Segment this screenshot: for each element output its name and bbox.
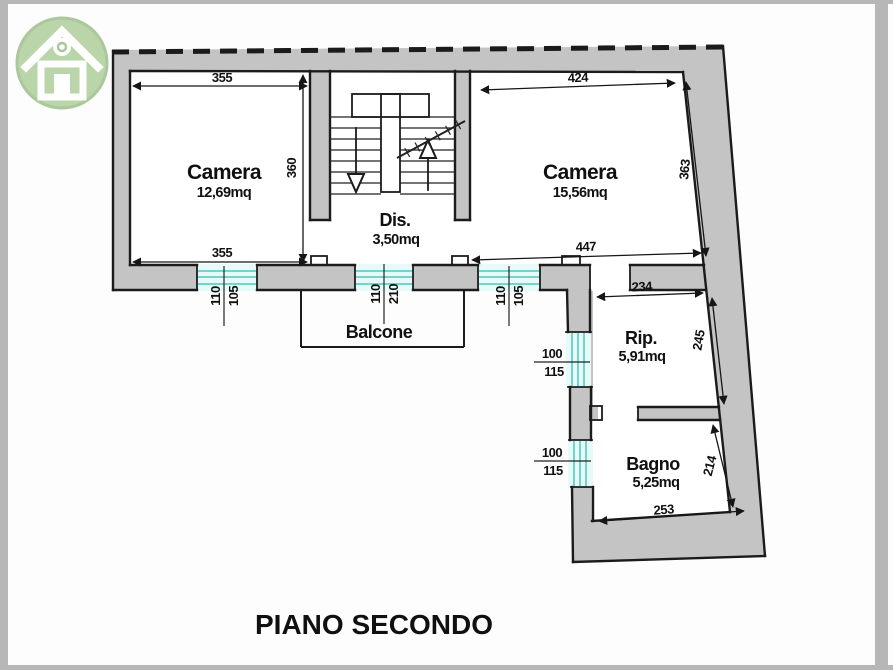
window-dim-2: 110 210: [368, 264, 401, 324]
frame-left: [0, 0, 8, 670]
svg-text:105: 105: [226, 286, 241, 306]
dim-355-bottom: 355: [212, 245, 232, 260]
house-logo-icon: [15, 16, 109, 110]
door-jamb-tab-4: [589, 405, 603, 421]
door-jamb-tab-2: [451, 255, 469, 266]
window-dim-4: 100 115: [534, 346, 590, 379]
room-area-camera-left: 12,69mq: [197, 185, 252, 201]
svg-text:100: 100: [542, 445, 562, 460]
room-camera-right-floor: [470, 71, 704, 265]
room-area-dis: 3,50mq: [373, 232, 420, 248]
svg-text:105: 105: [511, 286, 526, 306]
room-label-bagno: Bagno: [626, 454, 680, 474]
room-label-rip: Rip.: [625, 328, 657, 348]
window-dim-1: 110 105: [208, 266, 241, 326]
door-opening-rip: [590, 265, 630, 291]
room-label-camera-right: Camera: [543, 161, 618, 184]
staircase: [330, 93, 466, 195]
frame-right: [875, 0, 888, 670]
window-dim-5: 100 115: [534, 445, 591, 478]
door-opening-bagno: [598, 407, 638, 420]
frame-top: [0, 0, 893, 4]
room-rip-floor: [593, 290, 719, 407]
page-title: PIANO SECONDO: [255, 609, 493, 640]
stair-cut-line: [396, 120, 466, 159]
room-label-balcone: Balcone: [346, 322, 413, 342]
window-dim-3: 110 105: [493, 266, 526, 326]
room-area-camera-right: 15,56mq: [553, 185, 608, 201]
dim-234: 234: [631, 278, 653, 294]
dim-363: 363: [676, 158, 693, 180]
svg-text:210: 210: [386, 284, 401, 304]
dim-253: 253: [653, 501, 674, 517]
dim-214: 214: [700, 453, 720, 477]
dimension-lines: [132, 74, 745, 525]
stair-down-arrow-icon: [346, 127, 366, 195]
corridor-dis-floor: [310, 220, 470, 265]
room-label-dis: Dis.: [379, 210, 410, 230]
room-area-rip: 5,91mq: [619, 349, 666, 365]
room-bagno-floor: [591, 420, 730, 521]
dim-424: 424: [567, 70, 589, 86]
door-jamb-tab-1: [310, 255, 328, 266]
room-camera-left-floor: [130, 71, 310, 265]
svg-text:115: 115: [543, 463, 563, 478]
dim-355-top: 355: [212, 70, 232, 85]
svg-text:115: 115: [544, 364, 564, 379]
dim-447: 447: [575, 239, 596, 255]
room-label-camera-left: Camera: [187, 161, 262, 184]
svg-text:110: 110: [493, 286, 508, 306]
room-area-bagno: 5,25mq: [633, 475, 680, 491]
dim-245: 245: [689, 329, 707, 352]
svg-text:110: 110: [208, 286, 223, 306]
dim-360: 360: [284, 158, 299, 178]
svg-text:100: 100: [542, 346, 562, 361]
stair-up-arrow-icon: [418, 137, 438, 191]
stairwell-floor: [330, 71, 455, 220]
balcony-outline: [300, 291, 465, 348]
frame-bottom: [0, 665, 893, 670]
svg-text:110: 110: [368, 284, 383, 304]
